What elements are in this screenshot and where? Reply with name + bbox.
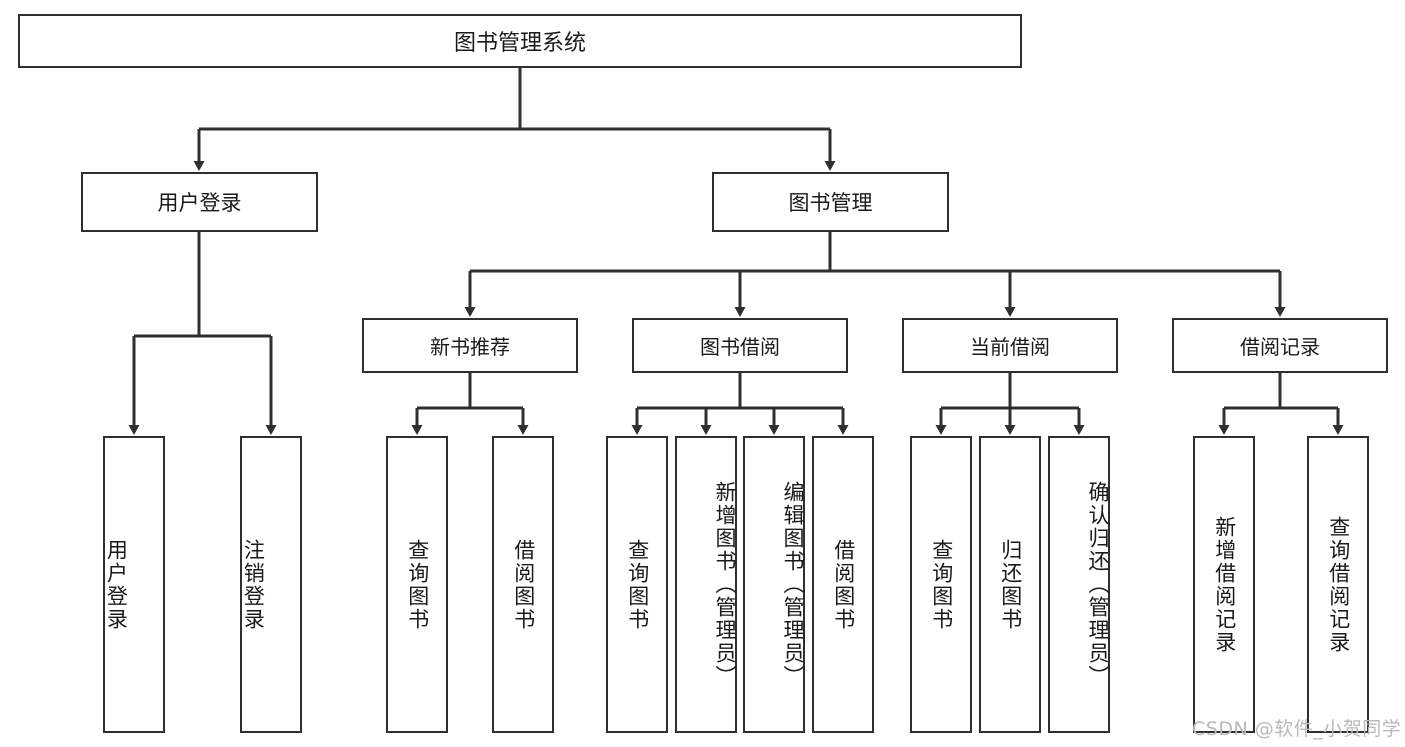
node-borrow-record[interactable]: 借阅记录 [1172, 318, 1388, 373]
node-current-borrow-label: 当前借阅 [970, 335, 1050, 359]
leaf-label: 查询图书 [405, 538, 430, 631]
node-new-book-recommend-label: 新书推荐 [430, 335, 510, 359]
leaf-label: 确认归还（管理员） [1086, 481, 1110, 688]
leaf-user-login-signout[interactable]: 注销登录 [240, 436, 302, 733]
node-book-borrow[interactable]: 图书借阅 [632, 318, 848, 373]
leaf-label: 借阅图书 [831, 538, 856, 631]
leaf-label: 注销登录 [241, 538, 266, 631]
node-user-login[interactable]: 用户登录 [81, 172, 318, 232]
leaf-label: 新增图书（管理员） [713, 481, 737, 688]
leaf-borrow-record-add[interactable]: 新增借阅记录 [1193, 436, 1255, 733]
node-user-login-label: 用户登录 [157, 191, 242, 215]
leaf-label: 借阅图书 [511, 538, 536, 631]
leaf-borrow-record-query[interactable]: 查询借阅记录 [1307, 436, 1369, 733]
leaf-book-borrow-query[interactable]: 查询图书 [606, 436, 668, 733]
node-book-management[interactable]: 图书管理 [712, 172, 949, 232]
leaf-book-borrow-add[interactable]: 新增图书（管理员） [675, 436, 737, 733]
node-root-label: 图书管理系统 [453, 31, 586, 56]
node-borrow-record-label: 借阅记录 [1240, 335, 1320, 359]
leaf-current-borrow-query[interactable]: 查询图书 [910, 436, 972, 733]
leaf-current-borrow-return[interactable]: 归还图书 [979, 436, 1041, 733]
node-book-borrow-label: 图书借阅 [700, 335, 780, 359]
csdn-watermark: CSDN @软件_小贺同学 [1192, 718, 1402, 740]
leaf-label: 归还图书 [998, 538, 1023, 631]
leaf-new-book-borrow[interactable]: 借阅图书 [492, 436, 554, 733]
leaf-label: 新增借阅记录 [1212, 515, 1237, 654]
node-root-system[interactable]: 图书管理系统 [18, 14, 1022, 68]
leaf-label: 查询图书 [625, 538, 650, 631]
leaf-label: 查询借阅记录 [1326, 515, 1351, 654]
leaf-book-borrow-lend[interactable]: 借阅图书 [812, 436, 874, 733]
node-book-management-label: 图书管理 [788, 191, 873, 215]
leaf-label: 查询图书 [929, 538, 954, 631]
node-current-borrow[interactable]: 当前借阅 [902, 318, 1118, 373]
leaf-label: 编辑图书（管理员） [781, 481, 805, 688]
leaf-label: 用户登录 [104, 538, 129, 631]
node-new-book-recommend[interactable]: 新书推荐 [362, 318, 578, 373]
leaf-user-login-signin[interactable]: 用户登录 [103, 436, 165, 733]
leaf-current-borrow-confirm-return[interactable]: 确认归还（管理员） [1048, 436, 1110, 733]
leaf-book-borrow-edit[interactable]: 编辑图书（管理员） [743, 436, 805, 733]
leaf-new-book-query[interactable]: 查询图书 [386, 436, 448, 733]
